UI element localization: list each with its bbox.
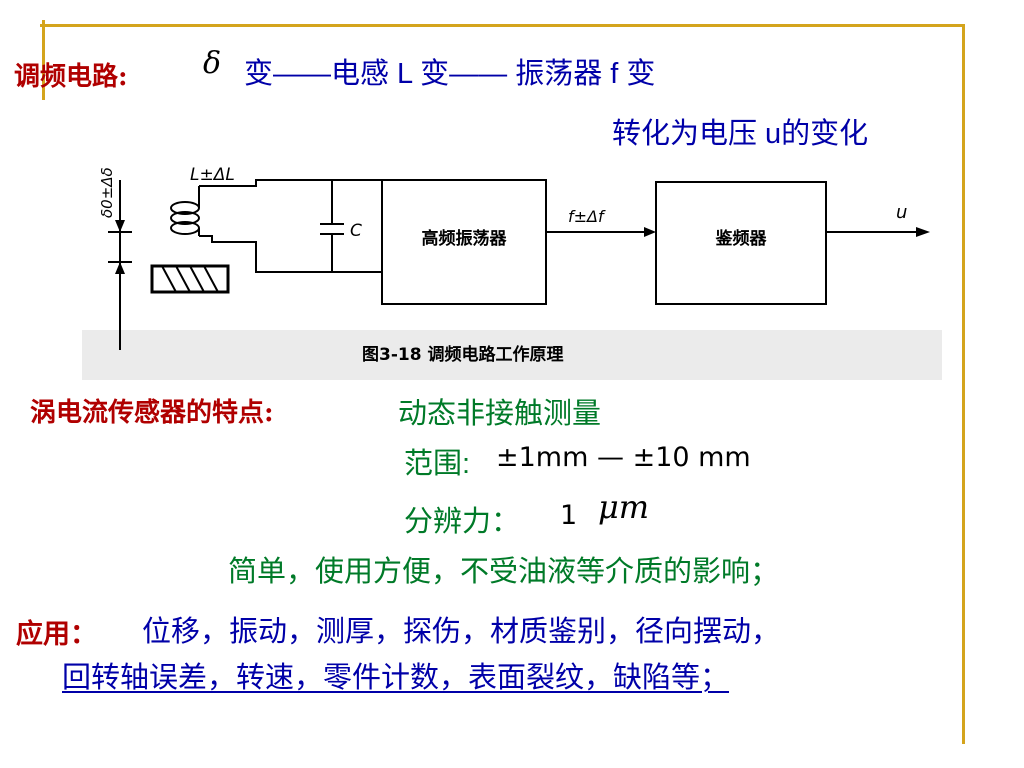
feature-simple: 简单，使用方便，不受油液等介质的影响； [228,556,780,588]
application-line-2: 回转轴误差，转速，零件计数，表面裂纹，缺陷等； [62,662,730,694]
target-block [150,264,230,294]
application-label: 应用： [16,619,97,650]
capacitor-label: C [350,221,362,241]
oscillator-label: 高频振荡器 [422,228,508,249]
figure-caption-background [82,330,942,380]
inductor-coil [170,186,200,236]
top-rule [40,24,964,27]
range-value: ±1mm — ±10 mm [496,442,751,473]
application-line-1: 位移，振动，测厚，探伤，材质鉴别，径向摆动， [142,616,781,648]
delta-symbol: δ [203,46,222,81]
detector-block [655,181,827,305]
gap-label: δ0±Δδ [98,167,116,218]
figure-caption: 图3-18 调频电路工作原理 [362,344,563,365]
resolution-unit: μm [598,488,650,526]
features-label: 涡电流传感器的特点: [30,398,274,428]
output-label: u [896,202,907,223]
left-accent-rule [42,20,45,100]
inductor-label: L±ΔL [190,165,235,185]
fm-circuit-diagram: δ0±Δδ L±ΔL C 高频振荡器 f±Δf 鉴频器 u [98,165,930,365]
feature-noncontact: 动态非接触测量 [398,398,602,430]
fm-conversion-text: 转化为电压 u的变化 [612,118,869,150]
right-rule [962,24,965,744]
fm-chain-text: 变——电感 L 变—— 振荡器 f 变 [244,58,656,90]
resolution-label: 分辨力： [404,506,521,538]
gap-indicator: δ0±Δδ [98,167,132,350]
circuit-wires [199,179,382,273]
oscillator-block [381,179,547,305]
frequency-label: f±Δf [568,207,606,226]
range-label: 范围: [404,448,471,480]
fm-circuit-label: 调频电路: [14,62,128,92]
resolution-value: 1 [560,500,578,531]
detector-label: 鉴频器 [715,228,768,249]
